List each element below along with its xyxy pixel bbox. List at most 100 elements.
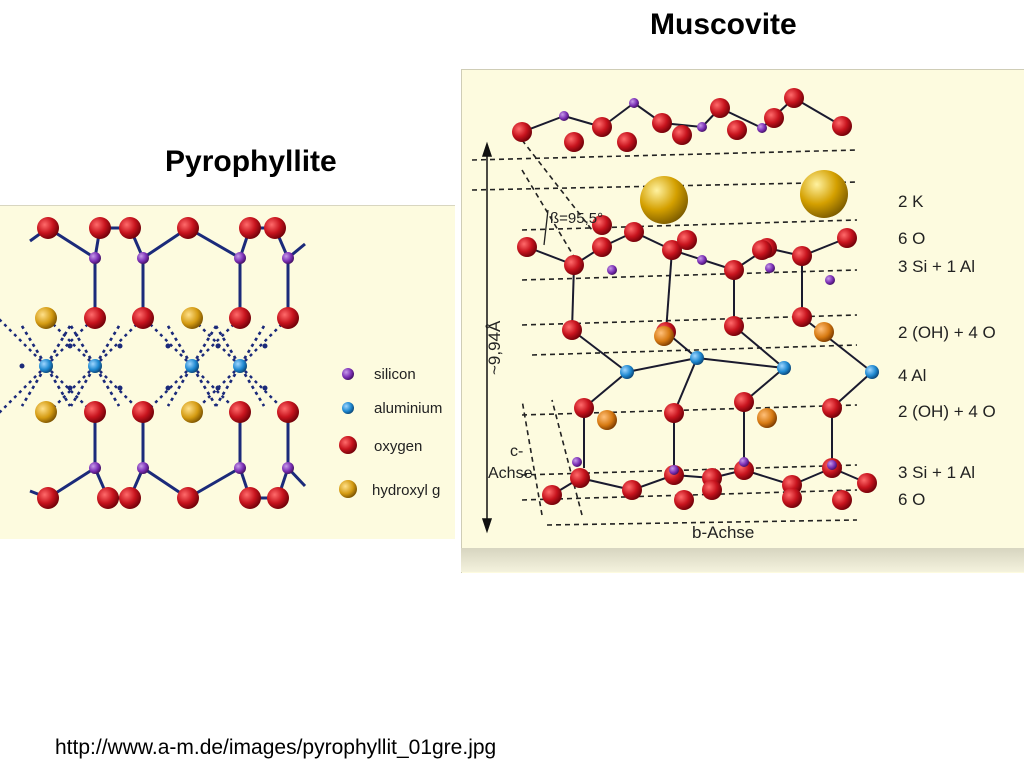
- oxygen-atom: [229, 307, 251, 329]
- bond-junction: [117, 385, 123, 391]
- dashed-bond: [214, 325, 266, 407]
- oxygen-atom: [710, 98, 730, 118]
- silicon-atom: [607, 265, 617, 275]
- silicon-atom: [137, 462, 149, 474]
- oxygen-atom: [542, 485, 562, 505]
- layer-label-7: 3 Si + 1 Al: [898, 463, 975, 482]
- hydroxyl-atom: [35, 307, 57, 329]
- layer-label-8: 6 O: [898, 490, 925, 509]
- bond-junction: [215, 385, 221, 391]
- dashed-bond: [0, 318, 47, 367]
- oxygen-atom: [622, 480, 642, 500]
- bond-junction: [67, 343, 73, 349]
- silicon-atom: [669, 465, 679, 475]
- pyrophyllite-diagram: silicon aluminium oxygen hydroxyl g: [0, 217, 442, 509]
- pyrophyllite-title: Pyrophyllite: [165, 145, 337, 178]
- oxygen-atom: [624, 222, 644, 242]
- aluminium-legend-icon: [342, 402, 354, 414]
- hydroxyl-atom: [654, 326, 674, 346]
- aluminium-atom: [88, 359, 102, 373]
- oxygen-atom: [132, 307, 154, 329]
- silicon-atom: [765, 263, 775, 273]
- pyrophyllite-structure-image: silicon aluminium oxygen hydroxyl g: [0, 205, 455, 539]
- silicon-atom: [89, 462, 101, 474]
- oxygen-atom: [37, 487, 59, 509]
- hydroxyl-atom: [181, 401, 203, 423]
- oxygen-atom: [177, 217, 199, 239]
- bond-junction: [67, 385, 73, 391]
- legend-item-aluminium: aluminium: [342, 400, 442, 417]
- bond-junction: [165, 385, 171, 391]
- oxygen-atom: [822, 398, 842, 418]
- legend-label-oxygen: oxygen: [374, 438, 422, 455]
- oxygen-atom: [517, 237, 537, 257]
- silicon-atom: [282, 462, 294, 474]
- oxygen-atom: [764, 108, 784, 128]
- beta-angle-line: [543, 209, 549, 246]
- silicon-atom: [629, 98, 639, 108]
- oxygen-atom: [132, 401, 154, 423]
- oxygen-atom: [512, 122, 532, 142]
- oxygen-atom: [267, 487, 289, 509]
- oxygen-atom: [564, 255, 584, 275]
- oxygen-atom: [570, 468, 590, 488]
- bond-junction: [117, 343, 123, 349]
- oxygen-atom: [857, 473, 877, 493]
- silicon-atom: [89, 252, 101, 264]
- muscovite-atoms: [512, 88, 879, 510]
- b-axis-label: b-Achse: [692, 523, 754, 542]
- oxygen-atom: [239, 487, 261, 509]
- silicon-atom: [234, 462, 246, 474]
- bond: [801, 316, 873, 373]
- silicon-atom: [137, 252, 149, 264]
- dashed-bond: [20, 325, 72, 407]
- oxygen-atom: [727, 120, 747, 140]
- bond: [571, 329, 628, 373]
- aluminium-atom: [865, 365, 879, 379]
- dashed-line: [521, 219, 858, 231]
- oxygen-atom: [832, 490, 852, 510]
- dashed-bond: [69, 325, 121, 407]
- oxygen-atom: [84, 401, 106, 423]
- dashed-line: [546, 519, 858, 526]
- hydroxyl-atom: [814, 322, 834, 342]
- oxygen-atom: [662, 240, 682, 260]
- silicon-atom: [572, 457, 582, 467]
- bond-junction: [215, 343, 221, 349]
- oxygen-atom: [724, 316, 744, 336]
- oxygen-atom: [239, 217, 261, 239]
- dashed-bond: [0, 365, 47, 414]
- aluminium-atom: [233, 359, 247, 373]
- c-axis-label-line2: Achse: [488, 465, 533, 482]
- silicon-atom: [697, 122, 707, 132]
- layer-height-label: ~9,94Å: [485, 320, 504, 375]
- oxygen-atom: [677, 230, 697, 250]
- oxygen-atom: [652, 113, 672, 133]
- oxygen-atom: [264, 217, 286, 239]
- dashed-bond: [191, 317, 241, 367]
- aluminium-atom: [620, 365, 634, 379]
- layer-label-3: 3 Si + 1 Al: [898, 257, 975, 276]
- hydroxyl-legend-icon: [339, 480, 357, 498]
- muscovite-diagram: ~9,94Å ß=95,5° c- Achse b-Achse 2 K 6 O …: [471, 88, 996, 542]
- oxygen-atom: [562, 320, 582, 340]
- muscovite-image-shadow: [461, 548, 1024, 572]
- layer-label-5: 4 Al: [898, 366, 926, 385]
- dashed-bond: [45, 317, 95, 367]
- potassium-atom: [640, 176, 688, 224]
- oxygen-atom: [832, 116, 852, 136]
- oxygen-atom: [574, 398, 594, 418]
- bond: [571, 264, 575, 331]
- bond-junction: [19, 363, 25, 369]
- oxygen-atom: [837, 228, 857, 248]
- hydroxyl-atom: [597, 410, 617, 430]
- dashed-line: [521, 489, 858, 501]
- oxygen-atom: [734, 392, 754, 412]
- aluminium-atom: [185, 359, 199, 373]
- dashed-bond: [191, 317, 241, 367]
- silicon-atom: [827, 460, 837, 470]
- silicon-atom: [559, 111, 569, 121]
- aluminium-atom: [690, 351, 704, 365]
- layer-label-2: 6 O: [898, 229, 925, 248]
- bond-junction: [165, 343, 171, 349]
